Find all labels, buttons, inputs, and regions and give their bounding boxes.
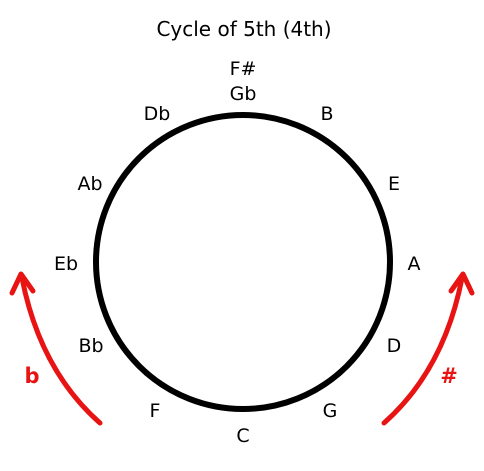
- sharp-arrow-head: [448, 271, 475, 296]
- note-a: A: [408, 253, 421, 275]
- note-c: C: [236, 425, 249, 447]
- note-d: D: [387, 335, 402, 357]
- note-e: E: [388, 173, 400, 195]
- note-f-sharp: F#: [230, 58, 257, 80]
- note-f: F: [150, 400, 161, 422]
- flat-label: b: [24, 364, 39, 388]
- sharp-arrow-curve: [381, 275, 465, 426]
- note-e-flat: Eb: [54, 253, 78, 275]
- diagram-title: Cycle of 5th (4th): [156, 17, 331, 41]
- sharp-direction-arrow: [381, 271, 475, 426]
- note-g: G: [323, 400, 338, 422]
- flat-direction-arrow: [9, 271, 103, 426]
- note-b: B: [320, 103, 333, 125]
- flat-arrow-curve: [19, 275, 103, 426]
- note-g-flat: Gb: [230, 83, 257, 105]
- sharp-label: #: [440, 364, 458, 388]
- circle-ring: [93, 112, 393, 412]
- note-b-flat: Bb: [78, 335, 103, 357]
- note-d-flat: Db: [144, 103, 171, 125]
- flat-arrow-head: [9, 271, 36, 296]
- note-a-flat: Ab: [77, 173, 102, 195]
